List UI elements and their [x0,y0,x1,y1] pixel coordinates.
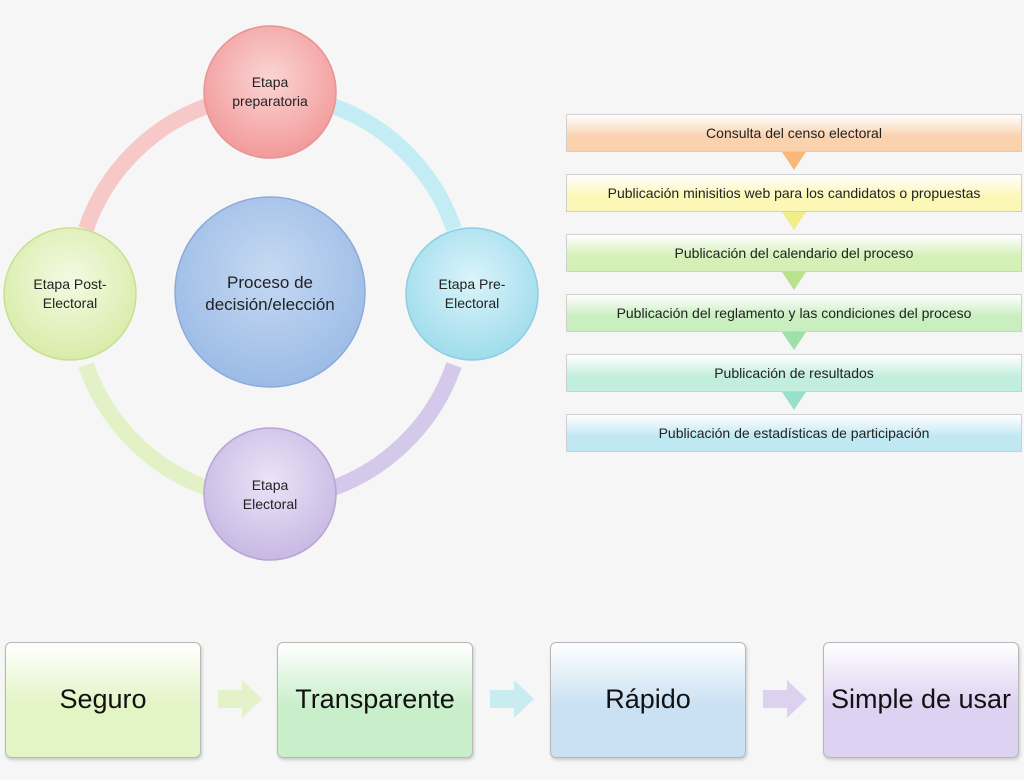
svg-text:Etapa: Etapa [252,74,289,90]
svg-text:Etapa Post-: Etapa Post- [33,276,106,292]
process-step: Publicación de resultados [566,354,1022,392]
chevron-down-icon [782,152,806,170]
svg-text:Electoral: Electoral [43,295,97,311]
arrow-right-icon [763,680,807,718]
quality-box: Transparente [277,642,473,758]
svg-text:Etapa: Etapa [252,477,289,493]
chevron-down-icon [782,272,806,290]
stage-node-pre-electoral: Etapa Pre- Electoral [405,227,539,361]
stage-node-preparatoria: Etapa preparatoria [203,25,337,159]
ring-arc-bottom-right [321,362,462,499]
quality-box: Seguro [5,642,201,758]
chevron-down-icon [782,332,806,350]
center-label-line-2: decisión/elección [205,295,334,314]
stage-node-post-electoral: Etapa Post- Electoral [3,227,137,361]
arrow-right-icon [490,680,534,718]
process-step: Publicación del calendario del proceso [566,234,1022,272]
svg-text:Electoral: Electoral [445,295,499,311]
ring-arc-top-right [321,95,462,232]
arrow-right-icon [218,680,262,718]
chevron-down-icon [782,212,806,230]
svg-text:preparatoria: preparatoria [232,93,308,109]
chevron-down-icon [782,392,806,410]
process-step: Publicación de estadísticas de participa… [566,414,1022,452]
ring-arc-bottom-left [78,362,219,499]
svg-text:Electoral: Electoral [243,496,297,512]
center-label-line-1: Proceso de [227,273,313,292]
quality-box: Simple de usar [823,642,1019,758]
svg-text:Etapa Pre-: Etapa Pre- [439,276,506,292]
process-step: Publicación minisitios web para los cand… [566,174,1022,212]
process-step: Consulta del censo electoral [566,114,1022,152]
cycle-diagram: Proceso de decisión/elección Etapa prepa… [3,25,539,561]
stage-node-electoral: Etapa Electoral [203,427,337,561]
quality-box: Rápido [550,642,746,758]
ring-arc-top-left [78,95,219,232]
center-node: Proceso de decisión/elección [174,196,366,388]
process-step: Publicación del reglamento y las condici… [566,294,1022,332]
